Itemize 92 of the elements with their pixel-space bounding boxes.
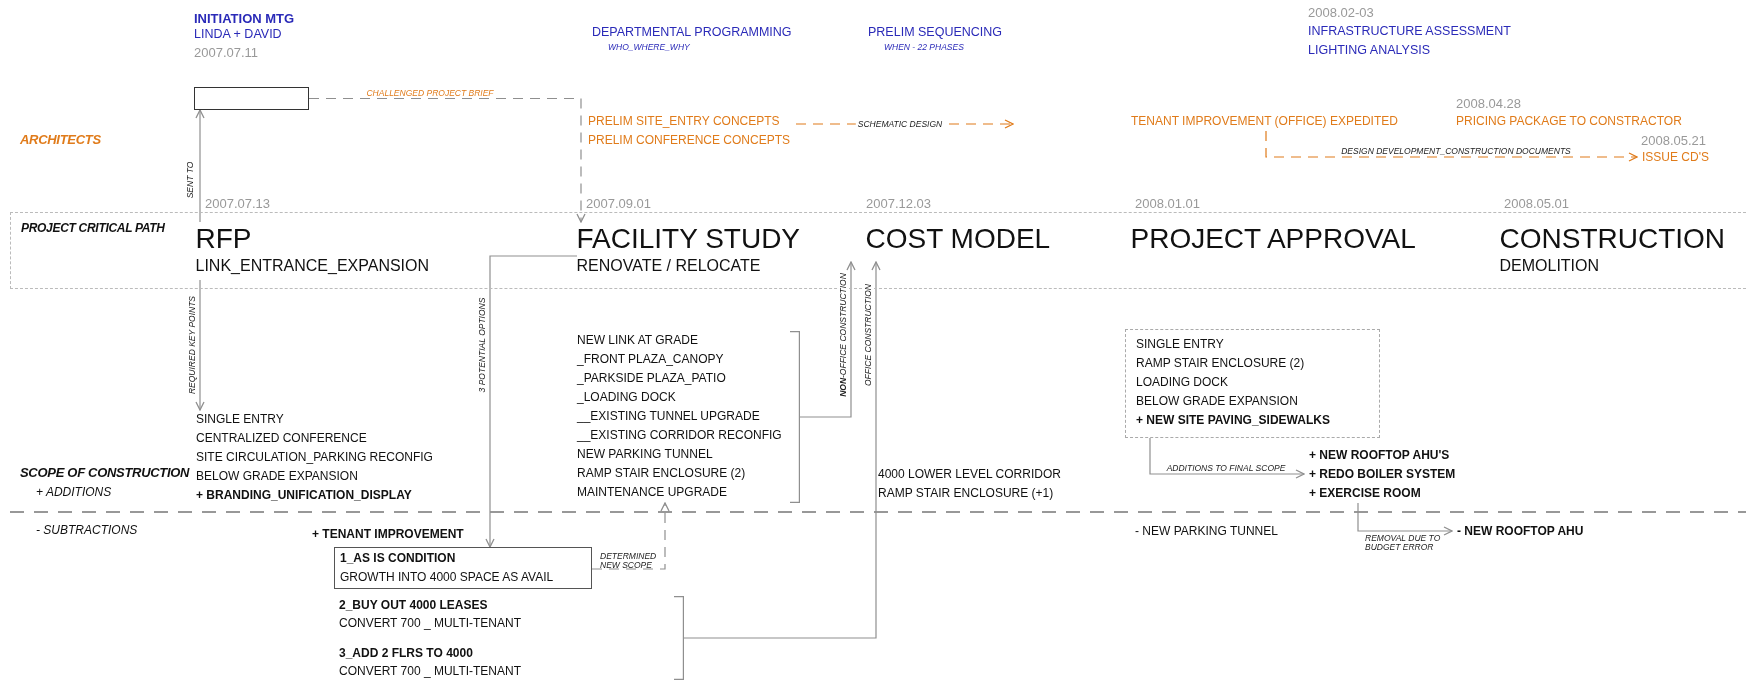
- task-label: INFRASTRUCTURE ASSESSMENT: [1308, 24, 1511, 38]
- list-item: SINGLE ENTRY: [196, 411, 284, 428]
- list-item: NEW PARKING TUNNEL: [577, 446, 713, 463]
- edge-label: REMOVAL DUE TO BUDGET ERROR: [1364, 534, 1442, 552]
- list-item: + REDO BOILER SYSTEM: [1309, 466, 1456, 483]
- edge-label: DESIGN DEVELOPMENT_CONSTRUCTION DOCUMENTS: [1339, 146, 1573, 156]
- list-item: - NEW PARKING TUNNEL: [1135, 523, 1278, 540]
- list-item: + NEW SITE PAVING_SIDEWALKS: [1136, 412, 1330, 429]
- arrow: [195, 279, 205, 411]
- arrow: [1149, 437, 1305, 479]
- section-label: + ADDITIONS: [36, 485, 112, 499]
- list-item: 3_ADD 2 FLRS TO 4000: [339, 645, 473, 662]
- edge-label: OFFICE CONSTRUCTION: [863, 282, 873, 388]
- list-item: _PARKSIDE PLAZA_PATIO: [577, 370, 726, 387]
- stage-subtitle: LINK_ENTRANCE_EXPANSION: [195, 255, 430, 276]
- stage-title: CONSTRUCTION: [1499, 221, 1726, 256]
- stage-subtitle: DEMOLITION: [1499, 255, 1600, 276]
- task-note: WHO_WHERE_WHY: [608, 42, 690, 52]
- stage-title: RFP: [195, 221, 252, 256]
- date-label: 2008.05.21: [1641, 133, 1707, 148]
- stage-title: COST MODEL: [865, 221, 1051, 256]
- list-item: SITE CIRCULATION_PARKING RECONFIG: [196, 449, 433, 466]
- list-item: CONVERT 700 _ MULTI-TENANT: [339, 663, 522, 680]
- date-label: 2007.09.01: [586, 196, 652, 211]
- list-item: + BRANDING_UNIFICATION_DISPLAY: [196, 487, 412, 504]
- meeting-title: INITIATION MTG: [194, 11, 295, 26]
- list-item: RAMP STAIR ENCLOSURE (+1): [878, 485, 1054, 502]
- list-item: SINGLE ENTRY: [1136, 336, 1224, 353]
- date-label: 2007.07.13: [205, 196, 271, 211]
- arrow: [591, 502, 670, 570]
- arrow: [1265, 130, 1638, 162]
- edge-label: SENT TO: [185, 159, 195, 201]
- group-heading: + TENANT IMPROVEMENT: [312, 526, 464, 543]
- section-label: - SUBTRACTIONS: [36, 523, 138, 537]
- list-item: GROWTH INTO 4000 SPACE AS AVAIL: [340, 569, 554, 586]
- option-box: [334, 547, 592, 589]
- list-item: __EXISTING CORRIDOR RECONFIG: [577, 427, 782, 444]
- date-label: 2008.01.01: [1135, 196, 1201, 211]
- date-label: 2008.02-03: [1308, 5, 1374, 20]
- stage-subtitle: RENOVATE / RELOCATE: [576, 255, 761, 276]
- date-label: 2007.07.11: [194, 45, 259, 60]
- list-item: _LOADING DOCK: [577, 389, 676, 406]
- list-item: CONVERT 700 _ MULTI-TENANT: [339, 615, 522, 632]
- task-label: PRELIM SEQUENCING: [868, 25, 1003, 39]
- lane-label: PROJECT CRITICAL PATH: [21, 220, 165, 236]
- milestone-text: PRICING PACKAGE TO CONSTRACTOR: [1456, 113, 1682, 130]
- date-label: 2007.12.03: [866, 196, 932, 211]
- milestone-text: ISSUE CD'S: [1642, 149, 1709, 166]
- task-note: WHEN - 22 PHASES: [884, 42, 964, 52]
- list-item: LOADING DOCK: [1136, 374, 1228, 391]
- list-item: + EXERCISE ROOM: [1309, 485, 1421, 502]
- edge-label: DETERMINED NEW SCOPE: [599, 552, 658, 570]
- milestone-text: PRELIM SITE_ENTRY CONCEPTS: [588, 113, 780, 130]
- meeting-note: LINDA + DAVID: [194, 27, 282, 41]
- edge-label: REQUIRED KEY POINTS: [187, 293, 197, 397]
- list-item: _FRONT PLAZA_CANOPY: [577, 351, 724, 368]
- arrow: [1357, 502, 1453, 536]
- arrow: [485, 255, 578, 548]
- list-item: 1_AS IS CONDITION: [340, 550, 456, 567]
- milestone-text: PRELIM CONFERENCE CONCEPTS: [588, 132, 791, 149]
- outlined-box: [194, 87, 309, 110]
- task-label: DEPARTMENTAL PROGRAMMING: [592, 25, 792, 39]
- list-item: 2_BUY OUT 4000 LEASES: [339, 597, 488, 614]
- milestone-text: TENANT IMPROVEMENT (OFFICE) EXPEDITED: [1131, 113, 1398, 130]
- section-label: SCOPE OF CONSTRUCTION: [20, 465, 190, 480]
- list-item: BELOW GRADE EXPANSION: [1136, 393, 1298, 410]
- edge-label: ADDITIONS TO FINAL SCOPE: [1164, 463, 1288, 473]
- list-item: RAMP STAIR ENCLOSURE (2): [577, 465, 746, 482]
- list-item: BELOW GRADE EXPANSION: [196, 468, 358, 485]
- edge-label: SCHEMATIC DESIGN: [855, 119, 945, 129]
- arrow: [799, 261, 856, 418]
- edge-label: 3 POTENTIAL OPTIONS: [477, 295, 487, 395]
- edge-label: NON-OFFICE CONSTRUCTION: [838, 271, 848, 399]
- edge-label: CHALLENGED PROJECT BRIEF: [364, 88, 496, 98]
- date-label: 2008.05.01: [1504, 196, 1570, 211]
- list-item: + NEW ROOFTOP AHU'S: [1309, 447, 1450, 464]
- stage-title: FACILITY STUDY: [576, 221, 801, 256]
- date-label: 2008.04.28: [1456, 96, 1522, 111]
- list-item: - NEW ROOFTOP AHU: [1457, 523, 1584, 540]
- arrow: [683, 261, 881, 639]
- list-item: 4000 LOWER LEVEL CORRIDOR: [878, 466, 1061, 483]
- list-item: __EXISTING TUNNEL UPGRADE: [577, 408, 760, 425]
- list-item: MAINTENANCE UPGRADE: [577, 484, 728, 501]
- list-item: RAMP STAIR ENCLOSURE (2): [1136, 355, 1305, 372]
- task-label: LIGHTING ANALYSIS: [1308, 43, 1431, 57]
- list-item: NEW LINK AT GRADE: [577, 332, 698, 349]
- list-item: CENTRALIZED CONFERENCE: [196, 430, 367, 447]
- arrow: [195, 109, 205, 223]
- arrow: [308, 97, 586, 223]
- stage-title: PROJECT APPROVAL: [1130, 221, 1416, 256]
- lane-label: ARCHITECTS: [20, 132, 101, 147]
- scope-box: [1125, 329, 1380, 438]
